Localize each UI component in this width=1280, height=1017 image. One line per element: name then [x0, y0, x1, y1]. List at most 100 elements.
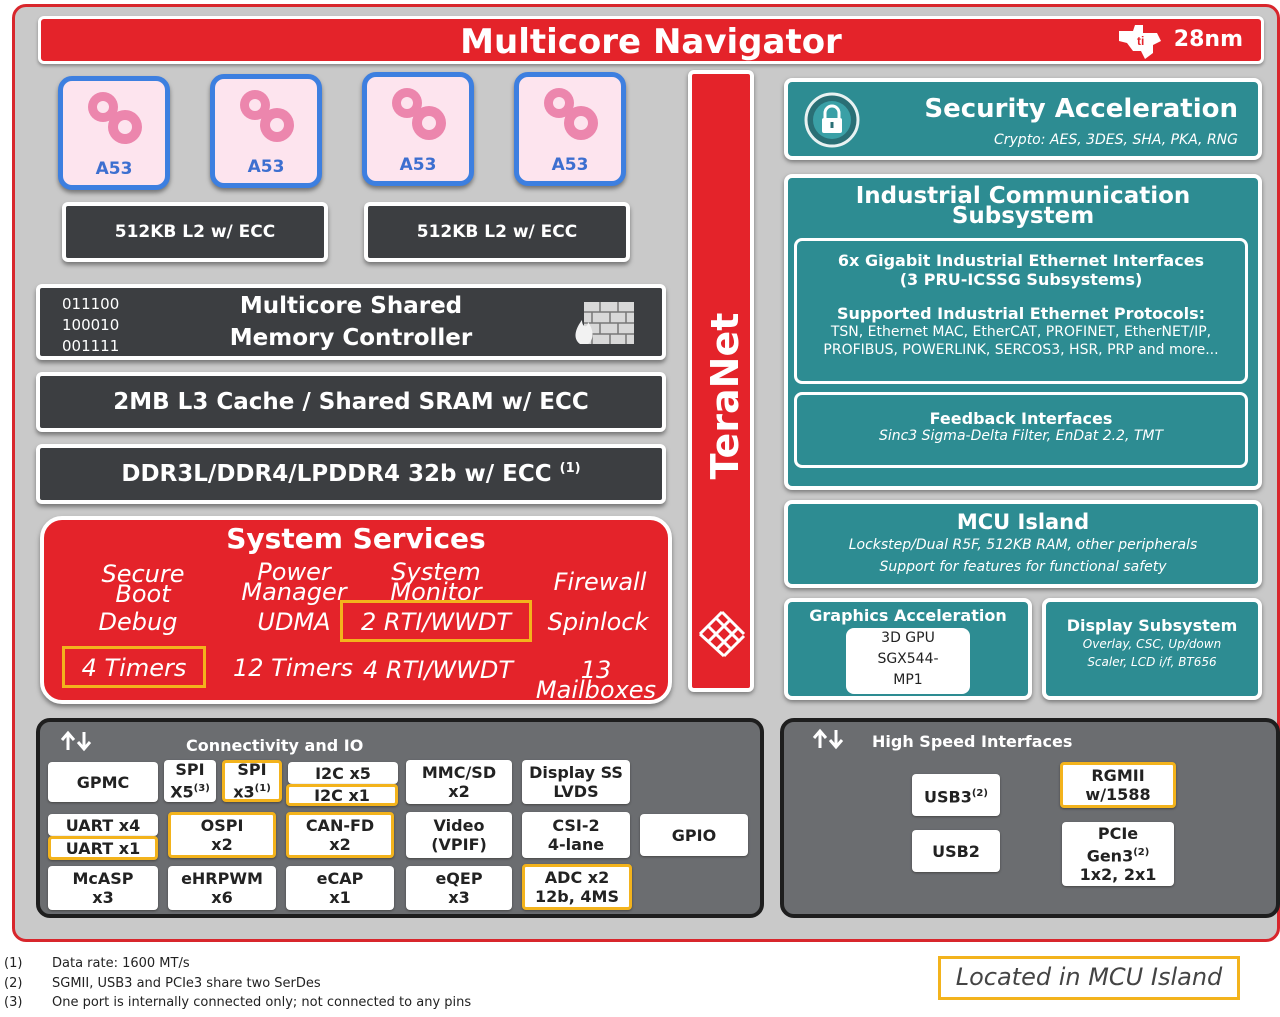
usb2: USB2 [912, 830, 1000, 872]
uart-x1: UART x1 [48, 836, 158, 860]
svg-text:ti: ti [1137, 34, 1144, 48]
mcu-desc: Lockstep/Dual R5F, 512KB RAM, other peri… [848, 537, 1198, 575]
footnote-num: (1) [4, 956, 23, 971]
protocols-title: Supported Industrial Ethernet Protocols: [836, 304, 1206, 323]
gpmc: GPMC [48, 762, 158, 802]
security-acceleration: Security Acceleration Crypto: AES, 3DES,… [784, 78, 1262, 160]
dss-desc: Overlay, CSC, Up/down Scaler, LCD i/f, B… [1082, 637, 1222, 669]
a53-core-2: A53 [210, 74, 322, 188]
udma: UDMA [257, 608, 331, 636]
a53-core-4: A53 [514, 72, 626, 186]
feedback-interfaces: Feedback Interfaces Sinc3 Sigma-Delta Fi… [794, 392, 1248, 468]
system-services-title: System Services [226, 522, 486, 555]
graphics-acceleration: Graphics Acceleration 3D GPU SGX544- MP1 [784, 598, 1032, 700]
footnote-num: (3) [4, 995, 23, 1010]
rti-wwdt-4: 4 RTI/WWDT [363, 656, 513, 684]
mesh-icon [698, 610, 746, 658]
a53-core-1: A53 [58, 76, 170, 190]
process-node: 28nm [1173, 27, 1243, 52]
firewall-icon [575, 302, 634, 344]
high-speed-interfaces: High Speed Interfaces USB3(2) USB2 RGMII… [780, 718, 1280, 918]
video-vpif: Video(VPIF) [406, 812, 512, 858]
pcie: PCIe Gen3(2) 1x2, 2x1 [1062, 822, 1174, 886]
ddr-controller: DDR3L/DDR4/LPDDR4 32b w/ ECC (1) [36, 444, 666, 504]
footnote-text: SGMII, USB3 and PCIe3 share two SerDes [52, 976, 321, 991]
gpio: GPIO [640, 814, 748, 856]
hs-title: High Speed Interfaces [872, 732, 1073, 751]
mcu-title: MCU Island [956, 510, 1090, 534]
gfx-title: Graphics Acceleration [809, 606, 1007, 625]
dss-title: Display Subsystem [1066, 616, 1238, 635]
gears-icon [88, 92, 142, 144]
feedback-sub: Sinc3 Sigma-Delta Filter, EnDat 2.2, TMT [878, 428, 1164, 444]
l3-cache: 2MB L3 Cache / Shared SRAM w/ ECC [36, 372, 666, 432]
ethernet-interfaces: 6x Gigabit Industrial Ethernet Interface… [794, 238, 1248, 384]
l2-cache-2: 512KB L2 w/ ECC [364, 202, 630, 262]
msmc-label: Multicore Shared Memory Controller [229, 293, 473, 351]
rti-wwdt-2: 2 RTI/WWDT [361, 608, 511, 636]
core-label: A53 [399, 155, 437, 175]
msmc-block: 011100 100010 001111 Multicore Shared Me… [36, 284, 666, 360]
teranet-interconnect: TeraNet [688, 70, 754, 692]
feedback-title: Feedback Interfaces [929, 409, 1113, 428]
ti-logo-icon: ti [1119, 25, 1161, 59]
core-label: A53 [95, 159, 133, 179]
footnote-text: Data rate: 1600 MT/s [52, 956, 190, 971]
display-subsystem: Display Subsystem Overlay, CSC, Up/down … [1042, 598, 1262, 700]
icss-title: Industrial Communication Subsystem [855, 183, 1191, 229]
firewall: Firewall [553, 568, 647, 596]
bidirectional-arrows-icon [812, 728, 844, 750]
mcu-island-legend: Located in MCU Island [938, 956, 1240, 1000]
footnote-num: (2) [4, 976, 23, 991]
security-sub: Crypto: AES, 3DES, SHA, PKA, RNG [993, 132, 1238, 148]
core-label: A53 [551, 155, 589, 175]
msmc-bits: 011100 100010 001111 [62, 295, 120, 355]
timers-12: 12 Timers [232, 654, 353, 682]
spi-x5: SPI X5(3) [164, 760, 216, 802]
uart-x4: UART x4 [48, 814, 158, 836]
protocols-list: TSN, Ethernet MAC, EtherCAT, PROFINET, E… [823, 324, 1219, 358]
core-label: A53 [247, 157, 285, 177]
mcu-island: MCU Island Lockstep/Dual R5F, 512KB RAM,… [784, 500, 1262, 588]
teranet-label: TeraNet [703, 312, 747, 480]
spinlock: Spinlock [547, 608, 649, 636]
footnote-text: One port is internally connected only; n… [52, 995, 472, 1010]
bidirectional-arrows-icon [60, 730, 92, 752]
navigator-title: Multicore Navigator [460, 22, 842, 62]
connectivity-io: Connectivity and IO GPMC SPI X5(3) SPI x… [36, 718, 764, 918]
mcu-highlight-box [62, 646, 206, 688]
i2c-x1: I2C x1 [286, 784, 398, 806]
i2c-x5: I2C x5 [288, 762, 398, 784]
usb3: USB3(2) [912, 774, 1000, 816]
mcu-highlight-box [340, 600, 532, 642]
mailboxes: 13 Mailboxes [535, 656, 657, 704]
l2-cache-1: 512KB L2 w/ ECC [62, 202, 328, 262]
io-title: Connectivity and IO [186, 736, 364, 755]
industrial-comm-subsystem: Industrial Communication Subsystem 6x Gi… [784, 174, 1262, 490]
debug: Debug [98, 608, 178, 636]
ethernet-desc: 6x Gigabit Industrial Ethernet Interface… [837, 251, 1205, 289]
multicore-navigator-bar: Multicore Navigator ti 28nm [38, 16, 1264, 64]
gears-icon [240, 90, 294, 142]
security-title: Security Acceleration [924, 94, 1238, 124]
gears-icon [544, 88, 598, 140]
spi-x3: SPI x3(1) [222, 760, 282, 802]
lock-icon [804, 92, 860, 148]
timers-4: 4 Timers [81, 654, 187, 682]
gears-icon [392, 88, 446, 140]
